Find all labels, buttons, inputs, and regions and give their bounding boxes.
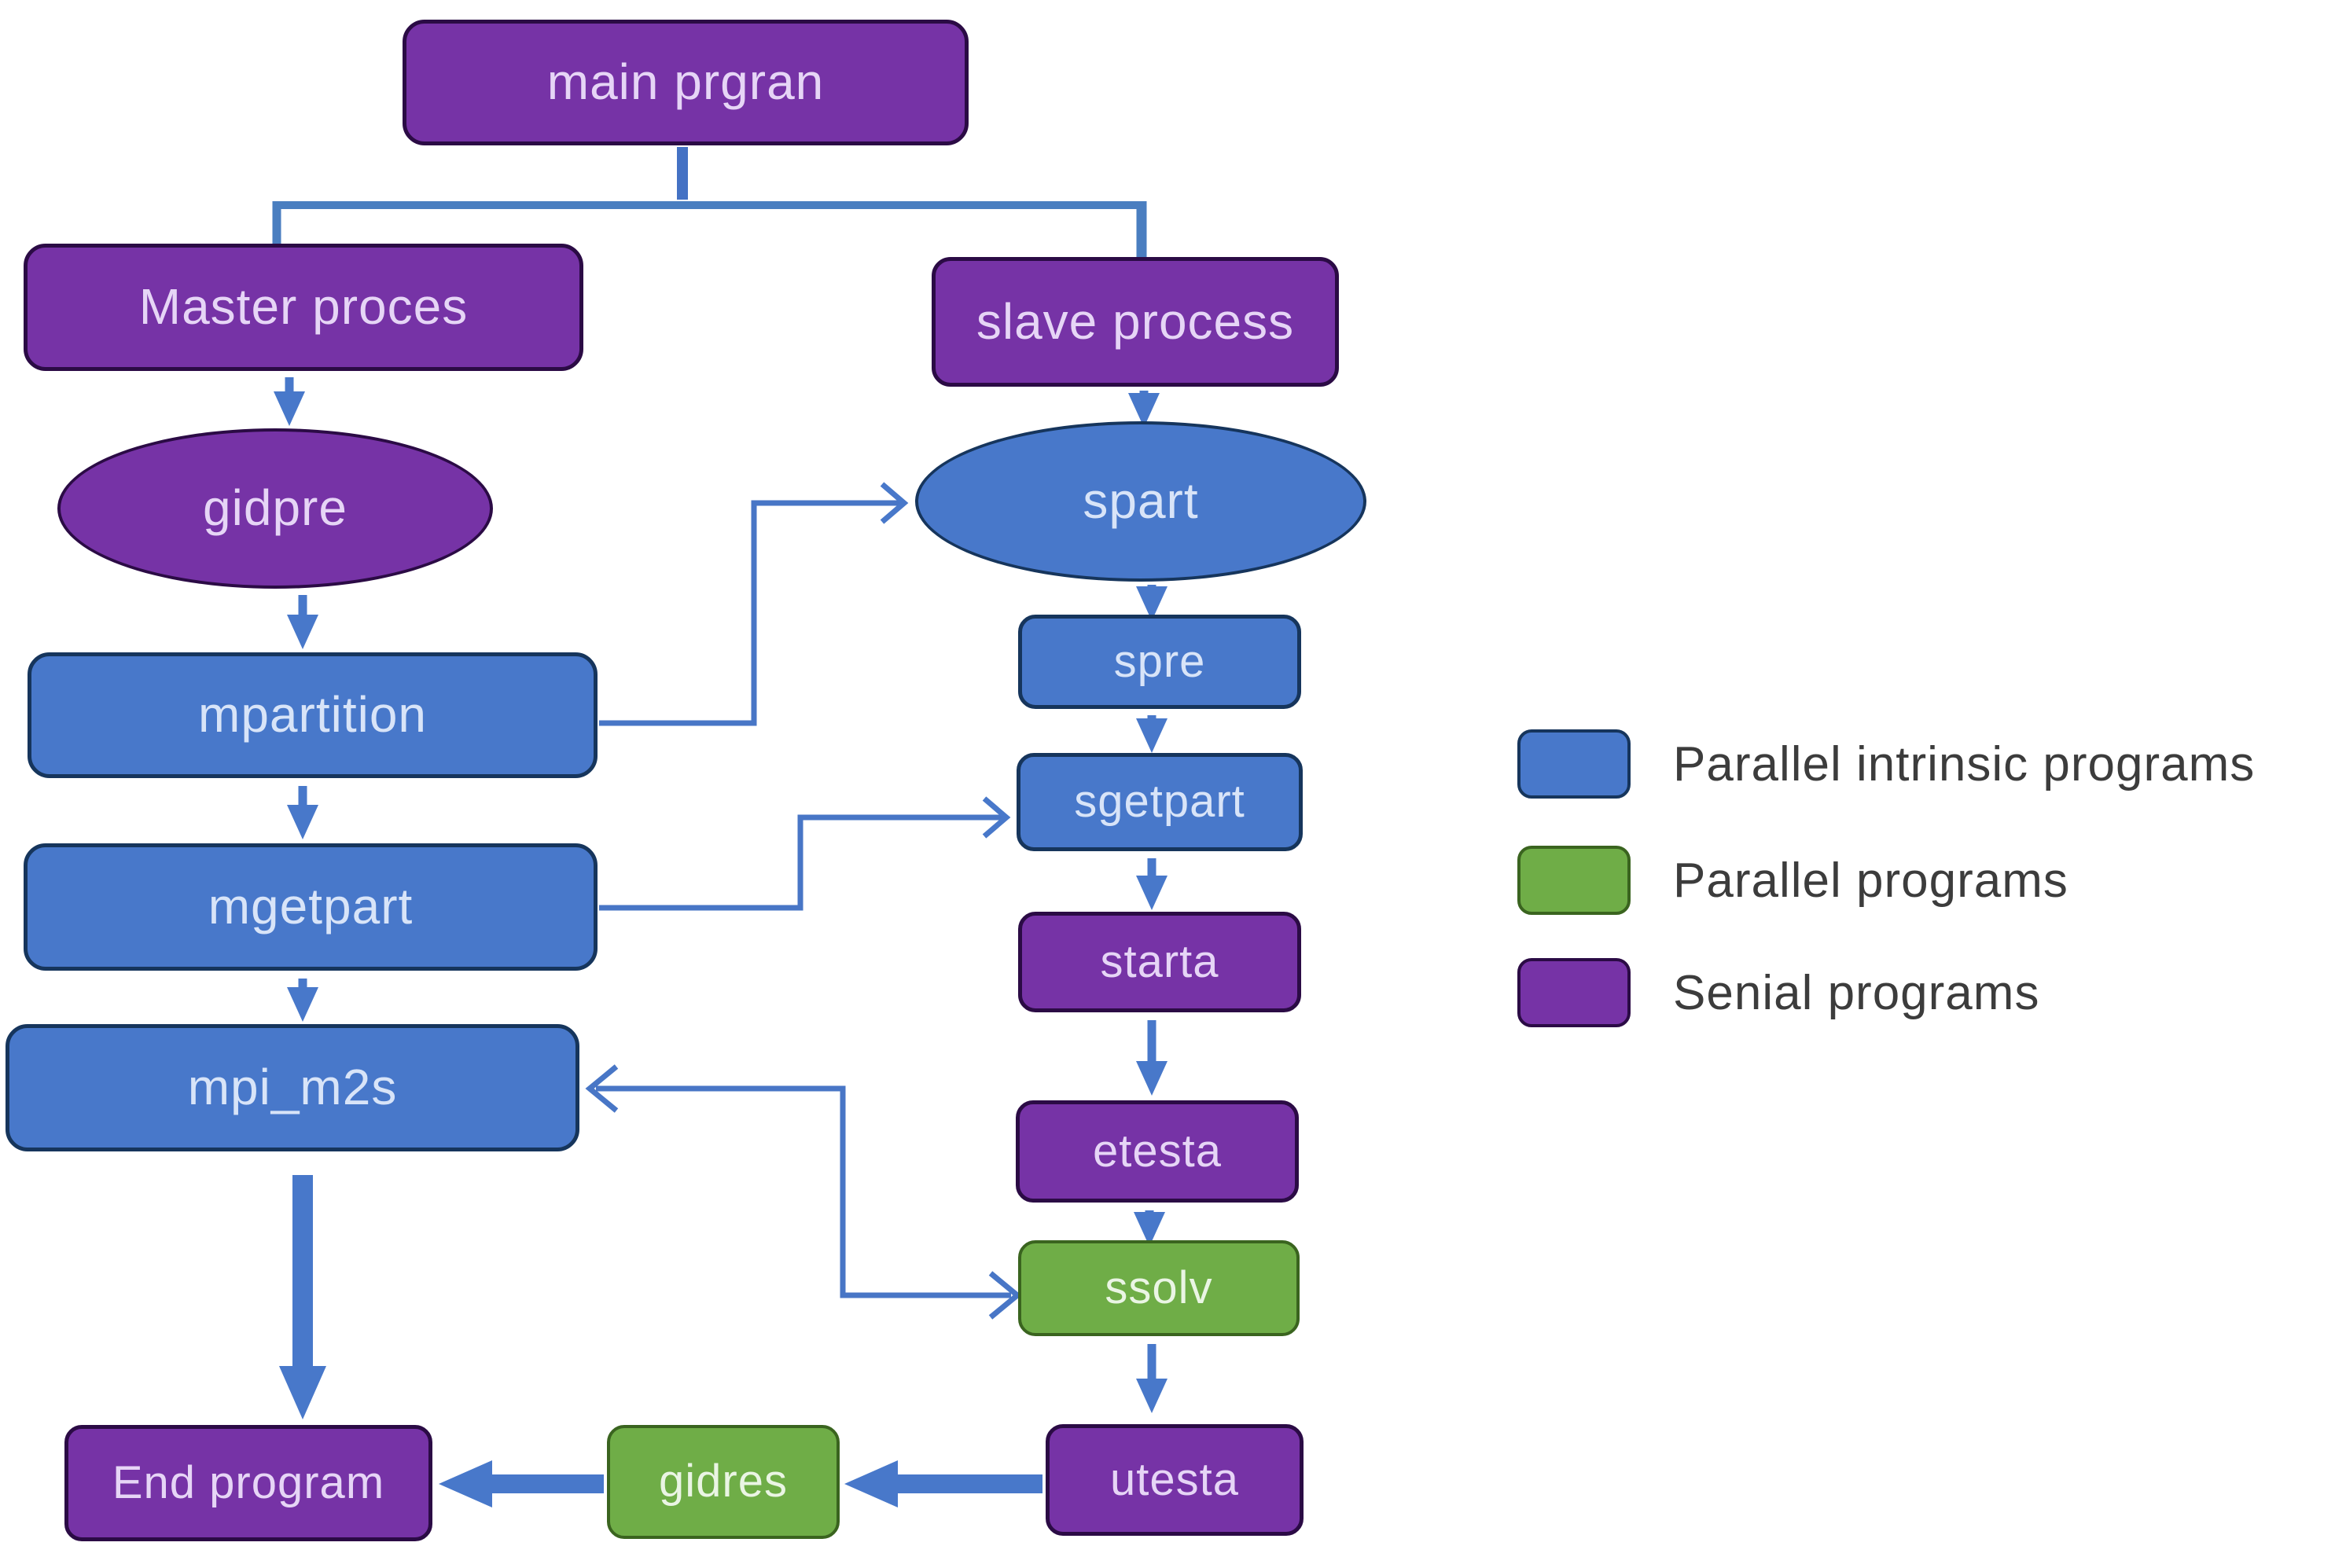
node-mgetpart: mgetpart	[24, 843, 598, 971]
legend-label-serial: Senial programs	[1673, 965, 2040, 1020]
node-sgetpart: sgetpart	[1017, 753, 1303, 851]
legend-swatch-serial	[1517, 958, 1631, 1027]
edge-mgetpart-to-sgetpart	[599, 796, 1011, 911]
node-end-program: End program	[64, 1425, 432, 1541]
node-spre: spre	[1018, 615, 1301, 709]
legend-label-parallel: Parallel programs	[1673, 853, 2068, 908]
node-etesta: etesta	[1016, 1100, 1299, 1203]
node-mpartition: mpartition	[28, 652, 598, 778]
node-main-program: main prgran	[403, 20, 969, 145]
arrowhead-into-mpim2s	[585, 1064, 619, 1113]
legend-swatch-parallel	[1517, 846, 1631, 915]
node-mpi-m2s: mpi_m2s	[6, 1024, 579, 1151]
legend-label-parallel-intrinsic: Parallel intrinsic programs	[1673, 736, 2256, 791]
node-starta: starta	[1018, 912, 1301, 1012]
node-gidres: gidres	[607, 1425, 840, 1539]
node-utesta: utesta	[1046, 1424, 1304, 1536]
edge-mpartition-to-spart	[599, 482, 909, 726]
node-gidpre: gidpre	[57, 428, 493, 589]
node-slave-process: slave process	[932, 257, 1339, 387]
node-master-process: Master proces	[24, 244, 583, 371]
arrowhead-into-ssolv	[988, 1271, 1022, 1320]
edge-mpim2s-ssolv	[596, 1085, 1011, 1298]
node-spart: spart	[915, 421, 1366, 582]
legend-swatch-parallel-intrinsic	[1517, 729, 1631, 799]
node-ssolv: ssolv	[1018, 1240, 1300, 1336]
